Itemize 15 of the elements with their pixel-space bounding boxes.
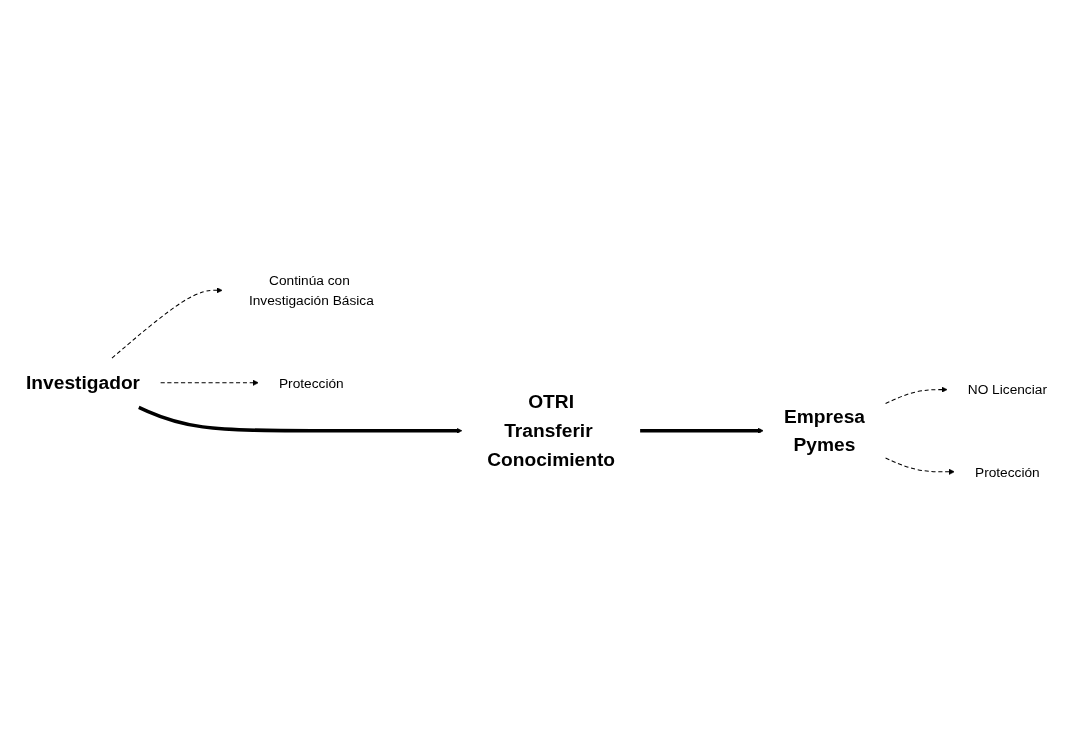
node-text: Protección	[278, 375, 344, 391]
arrow	[885, 457, 955, 475]
node-label: Transferir Conocimiento	[487, 419, 616, 470]
node-label: Pymes	[793, 434, 856, 456]
arrow	[138, 405, 463, 434]
node-text: Empresa	[783, 405, 866, 427]
arrow	[885, 386, 948, 404]
node-text: Protección	[975, 464, 1040, 480]
node-text: Investigador	[26, 371, 141, 394]
node-text: OTRI	[528, 391, 574, 413]
arrow	[640, 427, 764, 434]
node-text: Continúa con Investigación Básica	[248, 272, 374, 309]
arrow	[111, 287, 223, 359]
arrow	[160, 379, 259, 386]
node-text: NO Licenciar	[967, 382, 1047, 398]
